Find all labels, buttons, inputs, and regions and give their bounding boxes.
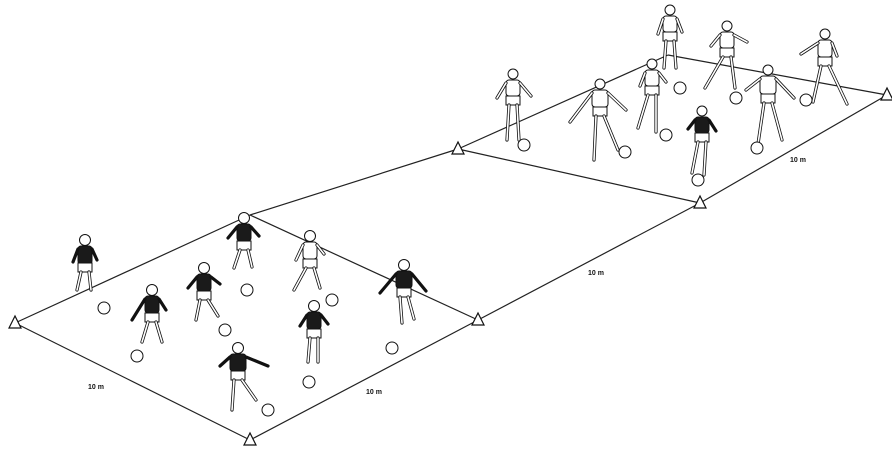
player	[226, 212, 261, 270]
player	[218, 342, 270, 412]
long-side-left	[249, 148, 459, 216]
ball	[659, 128, 673, 142]
long-side-right	[477, 202, 701, 321]
ball	[691, 173, 705, 187]
ball	[261, 403, 275, 417]
ball	[130, 349, 144, 363]
player	[186, 262, 222, 322]
cone-front-right	[471, 311, 485, 326]
player	[495, 68, 533, 142]
back-grid-left-edge	[457, 54, 669, 150]
players-back-grid	[495, 4, 849, 187]
ball	[618, 145, 632, 159]
ball	[240, 283, 254, 297]
player	[744, 64, 796, 146]
player	[378, 259, 428, 325]
ball	[517, 138, 531, 152]
player	[656, 4, 684, 70]
player	[799, 28, 849, 106]
player	[71, 234, 99, 292]
front-grid-left-edge	[14, 322, 251, 441]
middle-divider	[457, 148, 701, 204]
cone-back-far	[880, 86, 892, 101]
label-front-left-side: 10 m	[88, 384, 104, 391]
player	[130, 284, 168, 344]
front-grid-right-edge	[249, 319, 479, 441]
front-grid-back-edge	[14, 214, 251, 324]
ball	[750, 141, 764, 155]
label-front-right-side: 10 m	[366, 389, 382, 396]
player	[703, 20, 749, 90]
player	[292, 230, 326, 292]
ball	[97, 301, 111, 315]
ball	[302, 375, 316, 389]
cone-middle-right	[693, 194, 707, 209]
ball	[673, 81, 687, 95]
ball	[799, 93, 813, 107]
player	[686, 105, 718, 177]
players-front-grid	[71, 212, 428, 417]
field-lines	[14, 54, 888, 441]
player	[568, 78, 628, 162]
back-grid-right-edge	[699, 94, 888, 204]
cone-front-left	[8, 314, 22, 329]
player	[298, 300, 330, 364]
back-grid-far-edge	[667, 54, 888, 96]
ball	[729, 91, 743, 105]
cones	[8, 86, 892, 446]
label-middle-side: 10 m	[588, 270, 604, 277]
ball	[325, 293, 339, 307]
cone-middle-left	[451, 140, 465, 155]
ball	[218, 323, 232, 337]
front-grid-inner-edge	[249, 214, 479, 321]
ball	[385, 341, 399, 355]
label-back-side: 10 m	[790, 157, 806, 164]
distance-labels: 10 m 10 m 10 m 10 m	[88, 157, 806, 396]
cone-front-bottom	[243, 431, 257, 446]
player	[636, 58, 668, 134]
